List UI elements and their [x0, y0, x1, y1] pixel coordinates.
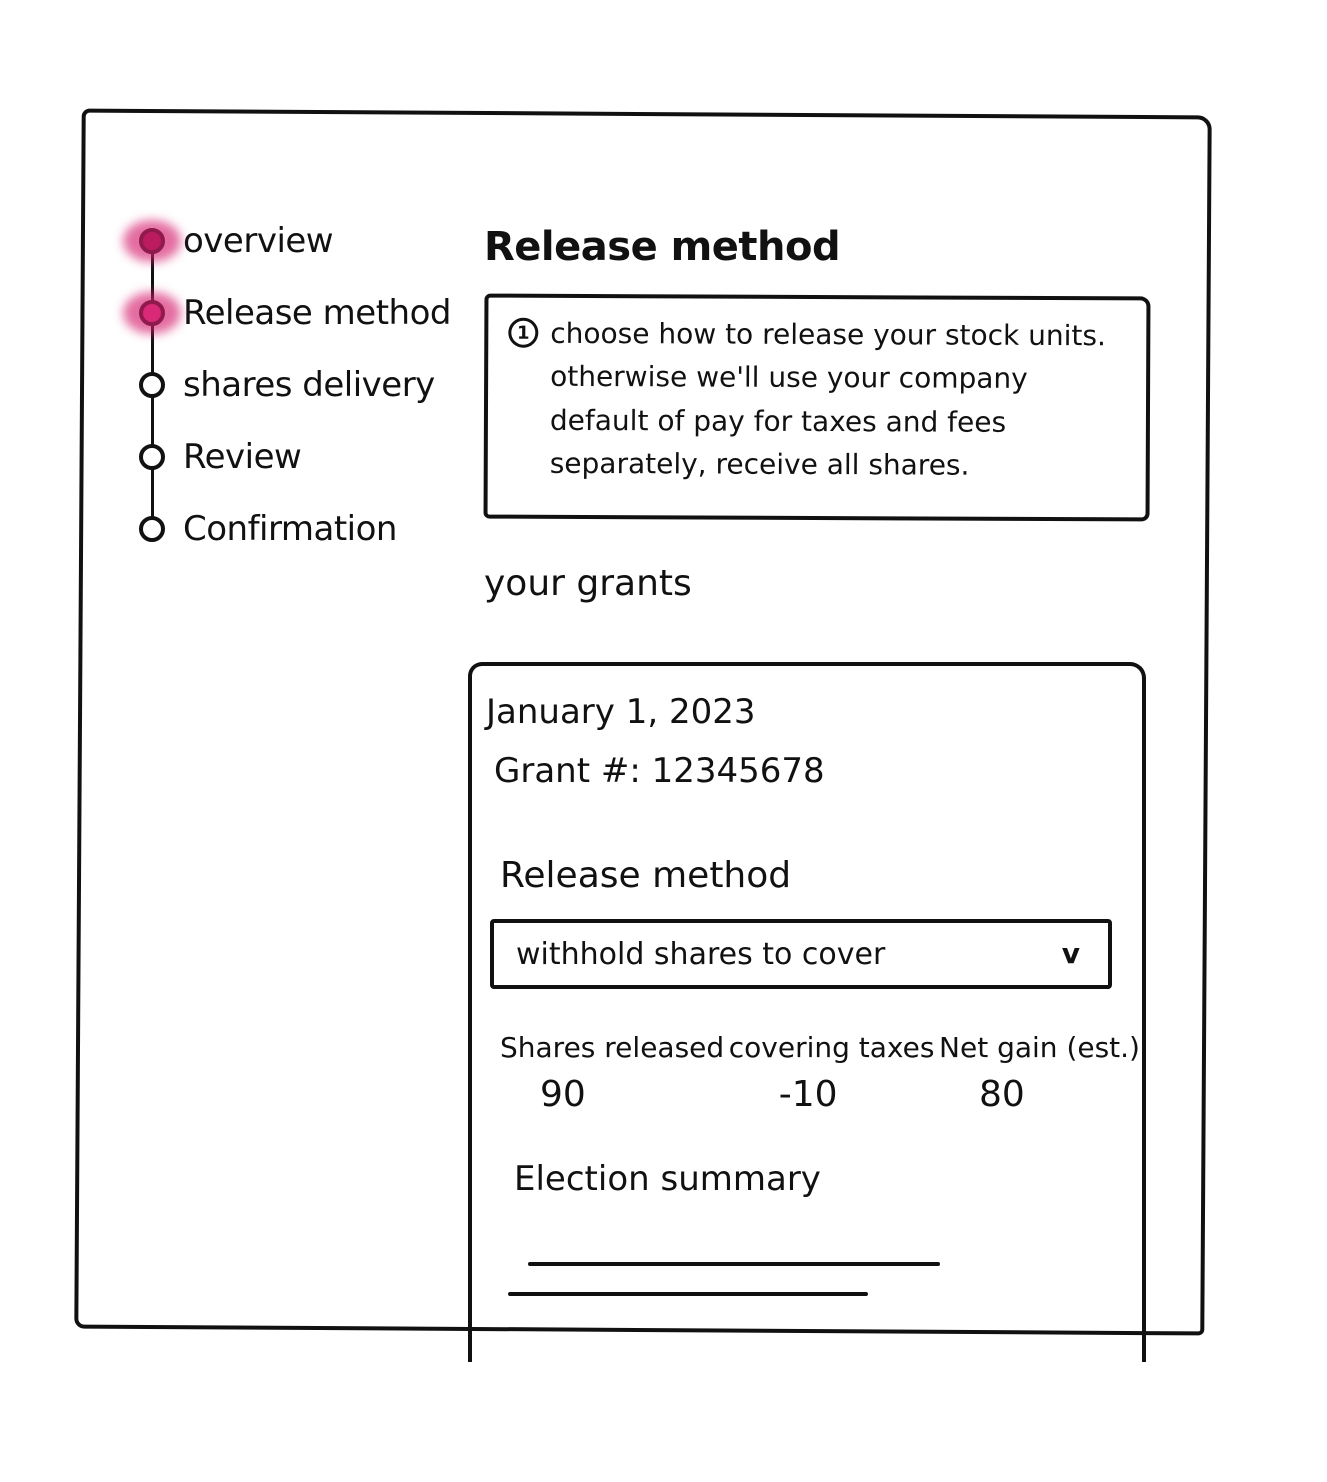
- stat-label: Shares released: [500, 1031, 725, 1065]
- stat-value: 90: [540, 1074, 586, 1116]
- stat-value: 80: [979, 1074, 1025, 1116]
- step-release-method[interactable]: Release method: [120, 277, 451, 349]
- info-icon: 1: [508, 317, 539, 348]
- grants-section-title: your grants: [484, 563, 692, 604]
- step-done-dot-icon: [139, 228, 165, 254]
- step-shares-delivery[interactable]: shares delivery: [120, 349, 450, 421]
- stat-label: covering taxes: [728, 1031, 935, 1065]
- step-current-dot-icon: [139, 300, 165, 326]
- step-confirmation[interactable]: Confirmation: [120, 493, 450, 565]
- summary-placeholder-line: [528, 1262, 940, 1266]
- info-callout: 1 choose how to release your stock units…: [483, 293, 1151, 522]
- step-label: Review: [183, 437, 302, 477]
- summary-placeholder-line: [508, 1292, 868, 1296]
- release-method-select[interactable]: withhold shares to cover v: [490, 919, 1112, 990]
- grant-card: January 1, 2023 Grant #: 12345678 Releas…: [468, 662, 1146, 1362]
- stat-covering-taxes: covering taxes -10: [729, 1031, 935, 1115]
- progress-stepper: overview Release method shares delivery …: [120, 205, 451, 565]
- step-label: Confirmation: [183, 509, 397, 549]
- stat-value: -10: [778, 1074, 838, 1116]
- release-stats: Shares released 90 covering taxes -10 Ne…: [500, 1031, 1140, 1115]
- stat-shares-released: Shares released 90: [500, 1031, 724, 1115]
- step-pending-dot-icon: [139, 372, 165, 398]
- step-pending-dot-icon: [139, 516, 165, 542]
- step-overview[interactable]: overview: [120, 205, 450, 277]
- grant-date: January 1, 2023: [486, 692, 756, 732]
- release-method-selected-value: withhold shares to cover: [516, 936, 886, 972]
- page-title: Release method: [484, 224, 841, 270]
- step-pending-dot-icon: [139, 444, 165, 470]
- chevron-down-icon: v: [1061, 937, 1080, 971]
- stat-net-gain: Net gain (est.) 80: [939, 1031, 1140, 1115]
- step-label: overview: [183, 221, 334, 261]
- step-label: shares delivery: [183, 365, 435, 405]
- step-review[interactable]: Review: [120, 421, 450, 493]
- info-text: choose how to release your stock units. …: [549, 316, 1107, 482]
- release-method-label: Release method: [500, 854, 792, 896]
- step-label: Release method: [183, 293, 451, 333]
- grant-number: Grant #: 12345678: [494, 750, 825, 791]
- main-content: Release method 1 choose how to release y…: [468, 224, 1174, 1362]
- stat-label: Net gain (est.): [939, 1031, 1140, 1065]
- election-summary-title: Election summary: [514, 1159, 821, 1200]
